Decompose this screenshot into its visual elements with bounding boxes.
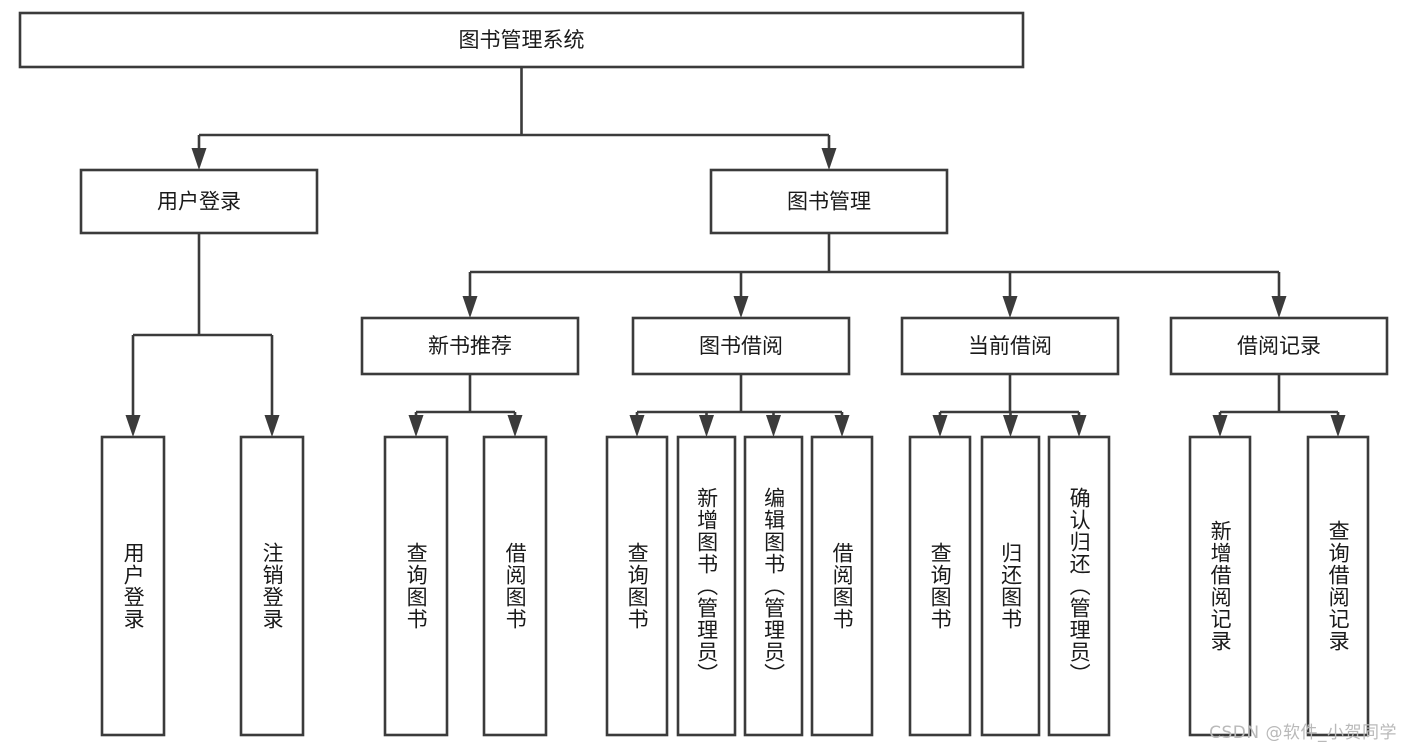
- node-box-leaf-add-record[interactable]: [1188, 435, 1252, 737]
- node-box-leaf-borrow-book-2[interactable]: [810, 435, 874, 737]
- connector-layer: [125, 67, 1346, 437]
- node-box-leaf-edit-book[interactable]: [743, 435, 804, 737]
- connector-leaf-borrow-book-1-arrowhead: [507, 415, 523, 437]
- node-box-leaf-add-book[interactable]: [676, 435, 737, 737]
- node-box-current-borrow[interactable]: [900, 316, 1120, 376]
- node-box-root[interactable]: [18, 11, 1025, 69]
- node-box-leaf-query-book-1[interactable]: [383, 435, 449, 737]
- node-label-current-borrow: 当前借阅: [968, 334, 1052, 358]
- node-box-book-borrow[interactable]: [631, 316, 851, 376]
- node-box-leaf-query-record[interactable]: [1306, 435, 1370, 737]
- connector-root-to-book-manage-arrowhead: [821, 148, 837, 170]
- node-box-user-login[interactable]: [79, 168, 319, 235]
- node-box-leaf-user-login[interactable]: [100, 435, 166, 737]
- node-box-leaf-logout-login[interactable]: [239, 435, 305, 737]
- node-box-leaf-query-book-2[interactable]: [605, 435, 669, 737]
- connector-leaf-add-book-arrowhead: [699, 415, 714, 437]
- connector-user-login-leaf-0-arrowhead: [125, 415, 141, 437]
- connector-leaf-query-book-2-arrowhead: [629, 415, 645, 437]
- connector-leaf-edit-book-arrowhead: [766, 415, 781, 437]
- node-label-root: 图书管理系统: [459, 28, 585, 52]
- connector-book-manage-to-borrow-record-arrowhead: [1271, 296, 1287, 318]
- connector-leaf-borrow-book-2-arrowhead: [834, 415, 850, 437]
- node-label-book-borrow: 图书借阅: [699, 334, 783, 358]
- node-label-book-manage: 图书管理: [787, 190, 871, 214]
- node-box-leaf-confirm-return[interactable]: [1047, 435, 1111, 737]
- connector-leaf-query-record-arrowhead: [1330, 415, 1346, 437]
- connector-user-login-leaf-1-arrowhead: [264, 415, 280, 437]
- node-box-leaf-return-book[interactable]: [980, 435, 1041, 737]
- box-layer: [18, 11, 1389, 737]
- node-box-leaf-borrow-book-1[interactable]: [482, 435, 548, 737]
- connector-leaf-return-book-arrowhead: [1003, 415, 1018, 437]
- connector-leaf-add-record-arrowhead: [1212, 415, 1228, 437]
- node-box-borrow-record[interactable]: [1169, 316, 1389, 376]
- node-label-borrow-record: 借阅记录: [1237, 334, 1321, 358]
- connector-leaf-query-book-3-arrowhead: [932, 415, 948, 437]
- node-label-new-book-recommend: 新书推荐: [428, 334, 512, 358]
- node-box-leaf-query-book-3[interactable]: [908, 435, 972, 737]
- node-label-user-login: 用户登录: [157, 190, 241, 214]
- connector-leaf-query-book-1-arrowhead: [408, 415, 424, 437]
- node-box-new-book-recommend[interactable]: [360, 316, 580, 376]
- connector-book-manage-to-current-borrow-arrowhead: [1002, 296, 1018, 318]
- connector-leaf-confirm-return-arrowhead: [1071, 415, 1087, 437]
- node-box-book-manage[interactable]: [709, 168, 949, 235]
- connector-book-manage-to-book-borrow-arrowhead: [733, 296, 749, 318]
- connector-book-manage-to-new-book-recommend-arrowhead: [462, 296, 478, 318]
- watermark: CSDN @软件_小贺同学: [1209, 723, 1397, 743]
- connector-root-to-user-login-arrowhead: [191, 148, 207, 170]
